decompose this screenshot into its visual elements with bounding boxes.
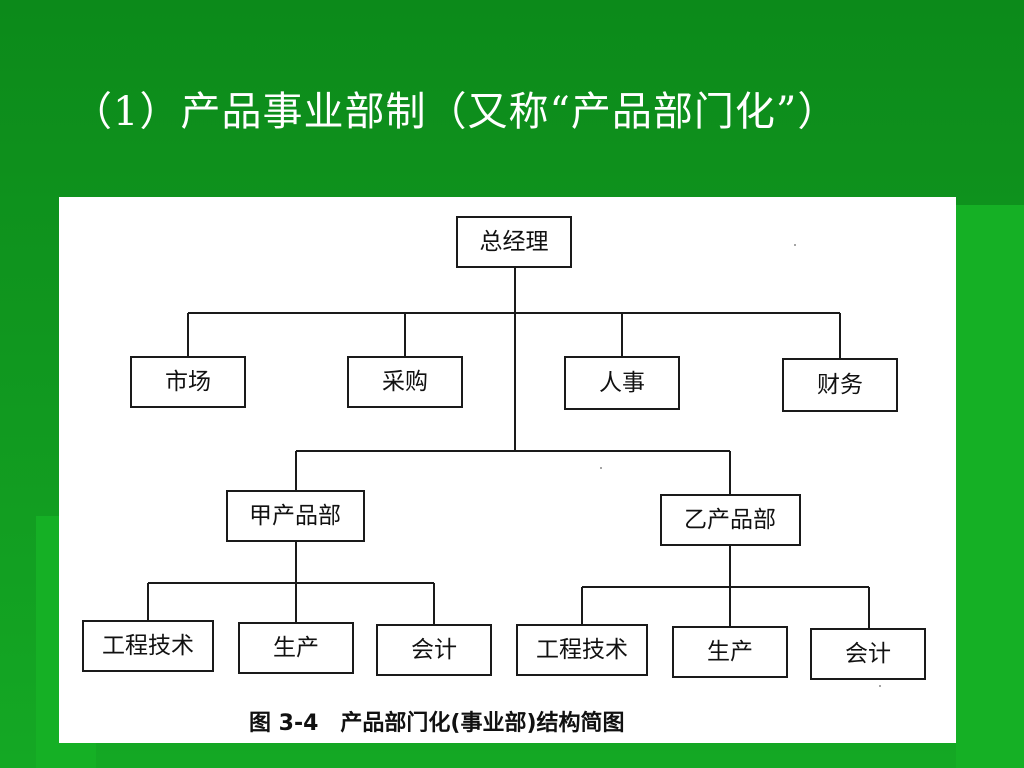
org-node-div2-unit-2: 生产 [672,626,788,678]
org-node-function-label: 财务 [817,372,863,398]
scan-speck [879,685,881,687]
org-node-root: 总经理 [456,216,572,268]
org-node-division-1: 甲产品部 [226,490,365,542]
org-node-division-2: 乙产品部 [660,494,801,546]
org-node-div1-unit-1: 工程技术 [82,620,214,672]
org-node-div2-unit-1: 工程技术 [516,624,648,676]
scan-speck [600,467,602,469]
org-node-function-3: 人事 [564,356,680,410]
org-chart-connectors [147,267,870,629]
org-node-root-label: 总经理 [480,229,549,255]
org-chart-figure: 总经理 市场 采购 人事 财务 甲产品部 乙产品部 [59,197,956,743]
org-node-function-label: 市场 [165,369,211,395]
scan-speck [794,244,796,246]
org-node-function-1: 市场 [130,356,246,408]
background-step-right [956,205,1024,768]
org-node-div2-unit-3: 会计 [810,628,926,680]
org-node-division-label: 甲产品部 [249,503,341,529]
org-node-function-label: 采购 [382,369,428,395]
org-node-unit-label: 工程技术 [102,633,194,659]
org-node-div1-unit-3: 会计 [376,624,492,676]
org-node-div1-unit-2: 生产 [238,622,354,674]
org-node-function-2: 采购 [347,356,463,408]
org-chart: 总经理 市场 采购 人事 财务 甲产品部 乙产品部 [82,216,926,680]
org-node-unit-label: 会计 [845,641,891,667]
org-node-unit-label: 生产 [273,635,319,661]
figure-caption: 图 3-4 产品部门化(事业部)结构简图 [249,711,625,736]
org-node-function-4: 财务 [782,358,898,412]
org-node-unit-label: 会计 [411,637,457,663]
org-node-function-label: 人事 [599,370,645,396]
org-node-division-label: 乙产品部 [684,507,776,533]
org-node-unit-label: 生产 [707,639,753,665]
org-node-unit-label: 工程技术 [536,637,628,663]
slide-title: （1）产品事业部制（又称“产品部门化”） [72,89,839,135]
